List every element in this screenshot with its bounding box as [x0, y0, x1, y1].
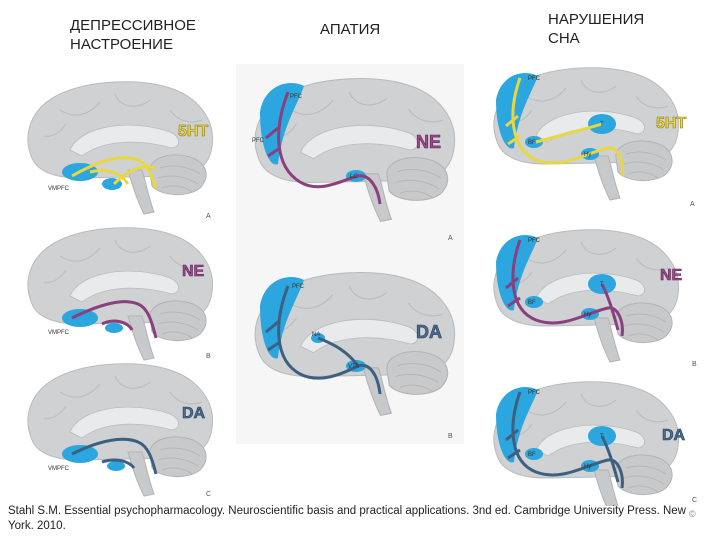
panel-left-bot: DA VMPFC C [10, 354, 230, 504]
region-label: T [600, 434, 604, 440]
nt-label: DA [416, 322, 442, 342]
vmpfc-region [62, 309, 98, 327]
region-label: PFC [528, 238, 541, 244]
nt-label: NE [182, 263, 205, 280]
copyright-symbol: © [689, 509, 696, 519]
region-label: PFC [528, 76, 541, 82]
panel-right-mid: NE PFC T BF Hy B [478, 220, 712, 370]
region-label: T [600, 122, 604, 128]
panel-letter: B [206, 353, 211, 360]
norepinephrine-pathway [265, 91, 382, 205]
norepinephrine-pathway [505, 239, 624, 337]
region-label: PFC [292, 284, 305, 290]
region-label: Hy [584, 152, 591, 158]
panel-letter: B [448, 433, 453, 440]
bf-region [525, 136, 543, 148]
bf-region [525, 448, 543, 460]
region-label: LC [350, 174, 358, 180]
region-label: NA [312, 332, 320, 338]
pfc-region [260, 277, 304, 359]
lc-region [105, 323, 123, 333]
region-label: PFC [528, 390, 541, 396]
vmpfc-region [62, 445, 98, 463]
panel-letter: C [206, 491, 211, 498]
region-label: VMPFC [48, 466, 70, 472]
panel-right-top: 5HT PFC T BF Hy A [478, 56, 712, 216]
column-title-apathy: АПАТИЯ [320, 21, 381, 38]
region-label: BF [528, 300, 536, 306]
serotonin-pathway [71, 156, 158, 189]
dopamine-pathway [265, 285, 382, 395]
region-label: BF [528, 452, 536, 458]
nt-label: 5HT [656, 115, 686, 132]
region-label: VMPFC [48, 330, 70, 336]
column-title-depressed-mood: ДЕПРЕССИВНОЕ НАСТРОЕНИЕ [70, 17, 196, 53]
pfc-region [260, 83, 304, 165]
nt-label: 5HT [178, 123, 208, 140]
column-title-sleep-disturbance: НАРУШЕНИЯ СНА [548, 11, 645, 47]
citation-text: Stahl S.M. Essential psychopharmacology.… [8, 505, 686, 532]
panel-center-top: NE PFC PFC LC A [238, 68, 462, 244]
panel-letter: C [692, 497, 697, 504]
region-label: BF [528, 140, 536, 146]
serotonin-pathway [505, 77, 624, 177]
nt-label: NE [416, 132, 441, 152]
region-label: VTA [348, 364, 359, 370]
region-label: VMPFC [48, 186, 70, 192]
panel-left-top: 5HT VMPFC A [10, 72, 230, 222]
region-label: T [600, 282, 604, 288]
pfc-region [496, 235, 538, 311]
dopamine-pathway [505, 391, 624, 489]
pfc-region [496, 387, 538, 463]
nt-label: DA [662, 427, 686, 444]
pfc-region [496, 73, 538, 149]
region-label: Hy [584, 464, 591, 470]
panel-letter: A [206, 213, 211, 220]
region-label: PFC [252, 138, 265, 144]
region-label: PFC [290, 94, 303, 100]
dopamine-pathway [71, 437, 158, 475]
panel-right-bot: DA PFC T BF Hy C [478, 376, 712, 506]
norepinephrine-pathway [71, 300, 158, 339]
vta-region [107, 461, 125, 471]
bf-region [525, 296, 543, 308]
panel-letter: A [690, 201, 695, 208]
panel-center-bot: DA PFC NA VTA B [238, 262, 462, 442]
panel-letter: B [692, 361, 697, 368]
panel-letter: A [448, 235, 453, 242]
panel-left-mid: NE VMPFC B [10, 218, 230, 368]
nt-label: NE [660, 267, 683, 284]
nt-label: DA [182, 405, 206, 422]
region-label: Hy [584, 312, 591, 318]
